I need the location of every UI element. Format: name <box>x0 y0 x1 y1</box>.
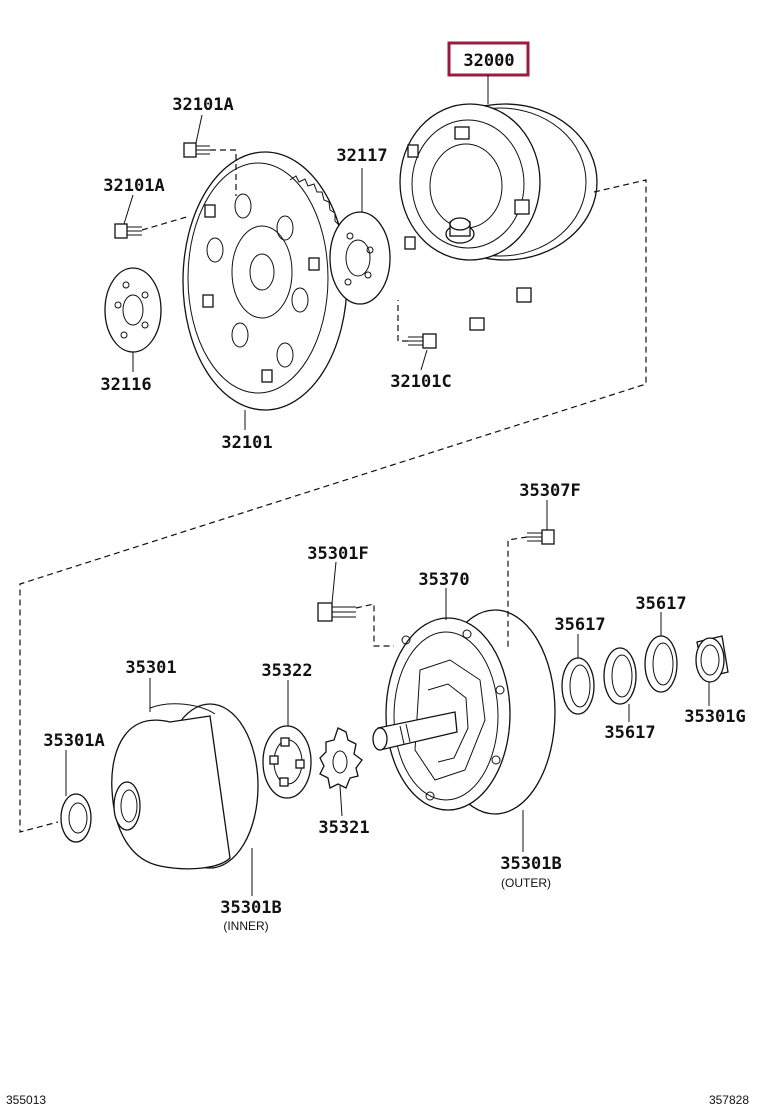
seal-ring-1[interactable] <box>561 657 595 715</box>
seal-ring-3[interactable] <box>644 635 678 693</box>
bolt-35307F[interactable] <box>527 529 555 545</box>
label-32116[interactable]: 32116 <box>100 375 151 395</box>
torque-converter[interactable] <box>399 103 598 331</box>
spacer-plate[interactable] <box>329 211 391 305</box>
driven-gear[interactable] <box>262 725 312 799</box>
footer-code-left: 355013 <box>6 1093 46 1107</box>
note-outer: (OUTER) <box>501 876 551 890</box>
label-35301[interactable]: 35301 <box>125 658 176 678</box>
label-32117[interactable]: 32117 <box>336 146 387 166</box>
label-35301B-outer[interactable]: 35301B <box>500 854 561 874</box>
bolt-32101C[interactable] <box>408 333 437 349</box>
drive-gear[interactable] <box>319 727 363 789</box>
oil-seal[interactable] <box>60 793 92 843</box>
seal-ring-2[interactable] <box>603 647 637 705</box>
label-35301G[interactable]: 35301G <box>684 707 745 727</box>
note-inner: (INNER) <box>223 919 268 933</box>
pump-cover[interactable] <box>111 703 259 870</box>
oil-pump-body[interactable] <box>385 609 556 815</box>
label-32101[interactable]: 32101 <box>221 433 272 453</box>
label-35321[interactable]: 35321 <box>318 818 369 838</box>
label-32101A-left[interactable]: 32101A <box>103 176 164 196</box>
drive-plate[interactable] <box>182 151 348 411</box>
label-35617-top[interactable]: 35617 <box>635 594 686 614</box>
bolt-32101A-top[interactable] <box>183 142 210 158</box>
label-35301B-inner[interactable]: 35301B <box>220 898 281 918</box>
footer-code-right: 357828 <box>709 1093 749 1107</box>
label-35322[interactable]: 35322 <box>261 661 312 681</box>
label-35370[interactable]: 35370 <box>418 570 469 590</box>
pump-shaft <box>372 711 458 751</box>
label-35617-low[interactable]: 35617 <box>604 723 655 743</box>
label-35301F[interactable]: 35301F <box>307 544 368 564</box>
bushing[interactable] <box>695 635 729 683</box>
label-35617-mid[interactable]: 35617 <box>554 615 605 635</box>
label-32101A-top[interactable]: 32101A <box>172 95 233 115</box>
label-32000[interactable]: 32000 <box>463 51 514 71</box>
bolt-32101A-left[interactable] <box>114 223 142 239</box>
label-35307F[interactable]: 35307F <box>519 481 580 501</box>
bolt-35301F[interactable] <box>317 602 356 622</box>
label-35301A[interactable]: 35301A <box>43 731 104 751</box>
label-32101C[interactable]: 32101C <box>390 372 451 392</box>
back-plate[interactable] <box>104 267 162 353</box>
